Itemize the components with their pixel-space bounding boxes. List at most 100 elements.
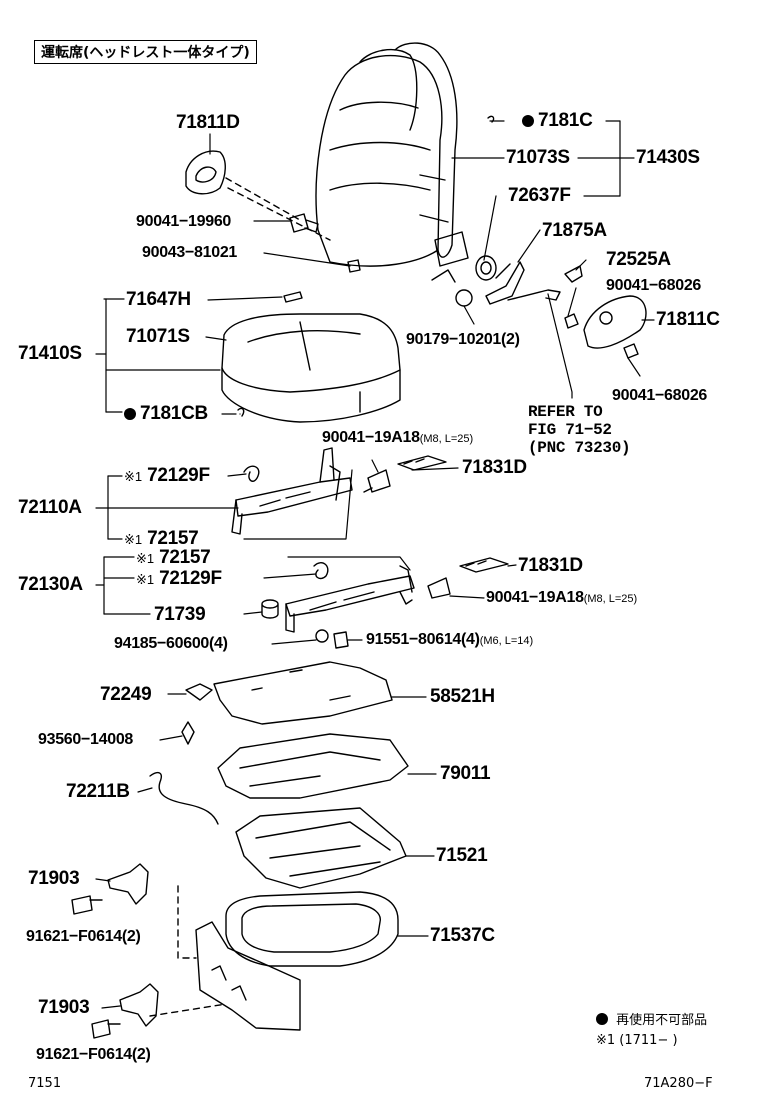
- footer-figure-code: 71A280−F: [644, 1076, 713, 1091]
- part-number-text: 91551−80614(4): [366, 631, 480, 648]
- part-label-90041-68026-bottom[interactable]: 90041−68026: [612, 387, 708, 404]
- part-label-90041-68026-top[interactable]: 90041−68026: [606, 277, 702, 294]
- part-label-71537C[interactable]: 71537C: [430, 925, 495, 946]
- part-label-71831D-upper[interactable]: 71831D: [462, 457, 527, 478]
- part-label-71073S[interactable]: 71073S: [506, 147, 570, 168]
- spacer-71739-drawing: [261, 599, 279, 619]
- spring-72129F-b-drawing: [313, 562, 329, 580]
- part-label-94185-60600[interactable]: 94185−60600(4): [114, 635, 228, 652]
- part-label-71521[interactable]: 71521: [436, 845, 488, 866]
- part-label-7181C[interactable]: 7181C: [522, 110, 593, 132]
- part-label-71647H[interactable]: 71647H: [126, 289, 191, 310]
- bracket-71875A-drawing: [485, 261, 525, 305]
- part-label-71811D[interactable]: 71811D: [176, 112, 240, 133]
- part-label-7181CB[interactable]: 7181CB: [124, 403, 208, 425]
- bolt-spec-note: (M8, L=25): [583, 593, 638, 605]
- bolt-91621-a-drawing: [71, 895, 103, 915]
- bolt-spec-note: (M6, L=14): [479, 635, 534, 647]
- pan-71521-drawing: [235, 807, 407, 889]
- lever-71903-b-drawing: [119, 983, 159, 1027]
- part-label-72130A[interactable]: 72130A: [18, 574, 83, 595]
- part-label-79011[interactable]: 79011: [440, 763, 491, 784]
- part-label-90043-81021[interactable]: 90043−81021: [142, 244, 238, 261]
- frame-79011-drawing: [217, 733, 409, 799]
- part-number-text: 7181C: [538, 110, 593, 131]
- bolt-91621-b-drawing: [91, 1019, 121, 1039]
- part-label-91621-F0614-upper[interactable]: 91621−F0614(2): [26, 928, 141, 945]
- cable-drawing: [507, 289, 561, 301]
- part-number-text: 72129F: [147, 465, 210, 486]
- plate-71831D-a-drawing: [397, 455, 447, 471]
- part-label-93560-14008[interactable]: 93560−14008: [38, 731, 134, 748]
- mark1-symbol: ※1: [136, 551, 155, 566]
- part-number-text: 72157: [147, 528, 199, 549]
- mark1-symbol: ※1: [136, 572, 155, 587]
- bolt-90041-19960-drawing: [289, 213, 319, 233]
- plate-71831D-b-drawing: [459, 557, 509, 573]
- part-label-71831D-lower[interactable]: 71831D: [518, 555, 583, 576]
- clip-72525A-drawing: [564, 265, 583, 283]
- part-number-text: 90041−19A18: [486, 589, 584, 606]
- part-label-91551-80614[interactable]: 91551−80614(4)(M6, L=14): [366, 630, 533, 651]
- cover-71811D-drawing: [185, 150, 226, 195]
- bolt-spec-note: (M8, L=25): [419, 433, 474, 445]
- bolt-90041-19A18-b-drawing: [427, 577, 451, 599]
- part-label-72525A[interactable]: 72525A: [606, 249, 671, 270]
- lever-71903-a-drawing: [107, 863, 149, 905]
- part-label-91621-F0614-lower[interactable]: 91621−F0614(2): [36, 1046, 151, 1063]
- refer-text-line3: (PNC 73230): [528, 439, 631, 457]
- spring-72129F-a-drawing: [243, 465, 260, 482]
- part-number-text: 72129F: [159, 568, 222, 589]
- refer-text-line2[interactable]: FIG 71−52: [528, 421, 612, 439]
- part-label-71071S[interactable]: 71071S: [126, 326, 190, 347]
- part-label-71903-lower[interactable]: 71903: [38, 997, 90, 1018]
- bolt-90041-19A18-a-drawing: [363, 469, 391, 493]
- leader-lines: [95, 120, 655, 1009]
- seat-cushion-drawing: [221, 313, 401, 423]
- frame-71537C-drawing: [225, 891, 399, 967]
- part-label-72157-upper[interactable]: ※1 72157: [124, 528, 199, 551]
- legend-non-reusable: 再使用不可部品: [596, 1009, 707, 1028]
- rail-72130A-drawing: [285, 565, 415, 633]
- part-label-71739[interactable]: 71739: [154, 604, 206, 625]
- screw-93560-drawing: [181, 721, 195, 745]
- part-label-72129F-upper[interactable]: ※1 72129F: [124, 465, 210, 488]
- non-reusable-dot-icon: [124, 408, 136, 420]
- part-label-72129F-lower[interactable]: ※1 72129F: [136, 568, 222, 591]
- nut-90179-drawing: [455, 289, 473, 307]
- wire-72211B-drawing: [149, 771, 219, 825]
- gear-72637F-drawing: [475, 255, 497, 281]
- part-number-text: 90041−19A18: [322, 429, 420, 446]
- part-number-text: 7181CB: [140, 403, 208, 424]
- legend-mark1: ※1 (1711− ): [596, 1033, 678, 1048]
- part-label-90041-19A18-upper[interactable]: 90041−19A18(M8, L=25): [322, 428, 473, 449]
- part-label-72249[interactable]: 72249: [100, 684, 152, 705]
- non-reusable-dot-icon: [522, 115, 534, 127]
- mark1-symbol: ※1: [124, 532, 143, 547]
- rail-72110A-drawing: [231, 447, 353, 535]
- nut-94185-drawing: [315, 629, 329, 643]
- part-label-72157-lower[interactable]: ※1 72157: [136, 547, 211, 570]
- part-label-71410S[interactable]: 71410S: [18, 343, 82, 364]
- part-label-72211B[interactable]: 72211B: [66, 781, 130, 802]
- non-reusable-dot-icon: [596, 1013, 608, 1025]
- part-label-90041-19960[interactable]: 90041−19960: [136, 213, 232, 230]
- refer-text-line1: REFER TO: [528, 403, 603, 421]
- part-label-71875A[interactable]: 71875A: [542, 220, 607, 241]
- footer-page-code: 7151: [28, 1076, 62, 1091]
- part-label-90041-19A18-lower[interactable]: 90041−19A18(M8, L=25): [486, 588, 637, 609]
- part-label-71811C[interactable]: 71811C: [656, 309, 720, 330]
- mark1-symbol: ※1: [124, 469, 143, 484]
- part-label-72110A[interactable]: 72110A: [18, 497, 82, 518]
- part-label-72637F[interactable]: 72637F: [508, 185, 571, 206]
- legend-non-reusable-text: 再使用不可部品: [616, 1013, 708, 1028]
- part-label-71903-upper[interactable]: 71903: [28, 868, 80, 889]
- part-label-90179-10201[interactable]: 90179−10201(2): [406, 331, 520, 348]
- part-label-58521H[interactable]: 58521H: [430, 686, 495, 707]
- plate-58521H-drawing: [213, 661, 393, 725]
- pin-71647H-drawing: [283, 291, 303, 303]
- bolt-90043-81021-drawing: [347, 259, 361, 273]
- part-label-71430S[interactable]: 71430S: [636, 147, 700, 168]
